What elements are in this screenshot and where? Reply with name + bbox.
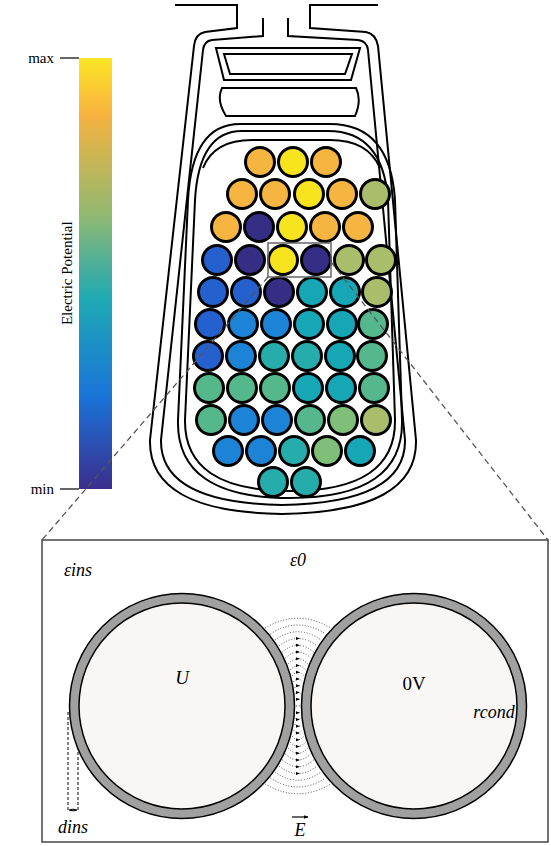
permittivity-label: εins <box>64 561 92 581</box>
permittivity-label: ε0 <box>290 551 306 571</box>
insulated-conductor: U <box>68 592 296 820</box>
conductor <box>335 246 364 275</box>
conductor <box>295 310 324 339</box>
potential-label: U <box>175 668 189 689</box>
conductor <box>228 180 257 209</box>
conductor <box>295 180 324 209</box>
scale-min: min <box>31 481 54 498</box>
conductor <box>296 406 325 435</box>
stator-slot <box>150 5 416 514</box>
conductor <box>246 148 275 177</box>
conductor <box>230 406 259 435</box>
scale-max: max <box>28 50 54 67</box>
conductor <box>214 437 243 466</box>
zoom-line <box>42 277 268 540</box>
thickness-label: dins <box>58 818 88 838</box>
conductor <box>260 342 289 371</box>
conductor <box>331 278 360 307</box>
conductor <box>361 180 390 209</box>
conductor <box>302 246 331 275</box>
conductor <box>328 180 357 209</box>
conductor <box>293 342 322 371</box>
conductor <box>279 148 308 177</box>
conductor <box>236 246 265 275</box>
conductor <box>359 310 388 339</box>
conductor <box>358 342 387 371</box>
conductor <box>367 246 396 275</box>
conductor <box>311 213 340 242</box>
conductor <box>346 437 375 466</box>
conductor <box>212 213 241 242</box>
conductor <box>259 468 288 497</box>
conductor <box>344 213 373 242</box>
zoom-frame <box>268 243 331 277</box>
conductor <box>196 310 225 339</box>
conductor <box>227 342 256 371</box>
conductor <box>262 310 291 339</box>
conductor <box>263 406 292 435</box>
conductor <box>292 468 321 497</box>
potential-label: 0V <box>402 674 425 695</box>
conductor <box>261 180 290 209</box>
conductor <box>247 437 276 466</box>
conductor-outline <box>68 592 296 820</box>
vector-arrow <box>292 816 308 817</box>
conductor <box>312 148 341 177</box>
conductor <box>203 246 232 275</box>
conductor <box>197 406 226 435</box>
conductor <box>245 213 274 242</box>
conductor <box>195 374 224 403</box>
conductor <box>294 374 323 403</box>
conductor <box>278 213 307 242</box>
conductor <box>363 278 392 307</box>
field-label: E <box>295 821 306 841</box>
inset-frame <box>42 540 548 842</box>
conductor <box>326 342 355 371</box>
conductor <box>362 406 391 435</box>
conductor <box>261 374 290 403</box>
conductor <box>329 406 358 435</box>
conductor <box>327 374 356 403</box>
conductor <box>360 374 389 403</box>
conductor <box>199 278 228 307</box>
conductor <box>269 246 298 275</box>
conductor <box>328 310 357 339</box>
zoom-line <box>331 262 548 540</box>
conductor <box>280 437 309 466</box>
conductor <box>265 278 294 307</box>
conductor <box>229 310 258 339</box>
radius-label: rcond <box>473 703 514 723</box>
conductor-array <box>194 148 396 497</box>
conductor <box>313 437 342 466</box>
conductor <box>298 278 327 307</box>
axis-title: Electric Potential <box>59 221 76 325</box>
conductor <box>228 374 257 403</box>
